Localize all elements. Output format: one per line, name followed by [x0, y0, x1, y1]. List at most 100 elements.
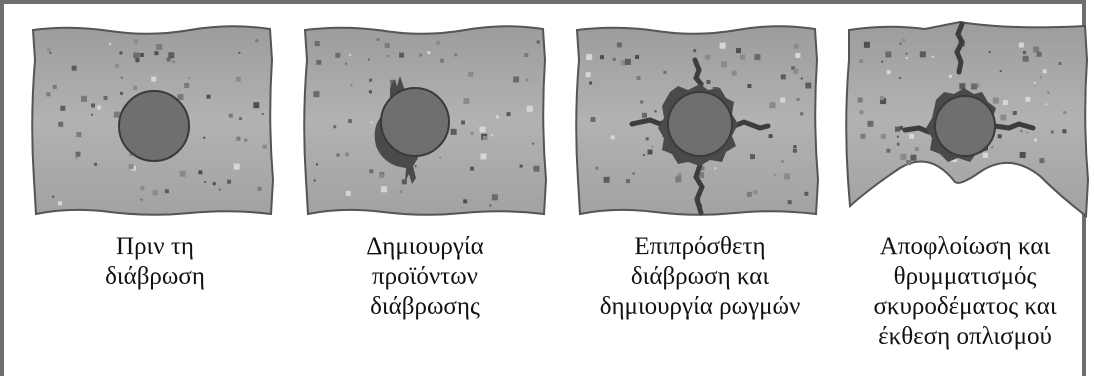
aggregate-speck [611, 135, 615, 139]
aggregate-speck [1033, 47, 1039, 53]
aggregate-speck [1025, 97, 1030, 102]
aggregate-speck [49, 52, 51, 54]
aggregate-speck [626, 179, 630, 183]
aggregate-speck [534, 166, 540, 172]
caption-line: έκθεση οπλισμού [840, 322, 1090, 352]
aggregate-speck [1037, 52, 1042, 57]
aggregate-speck [613, 58, 616, 61]
aggregate-speck [316, 60, 321, 65]
aggregate-speck [141, 199, 143, 201]
aggregate-speck [227, 180, 231, 184]
aggregate-speck [793, 145, 796, 148]
aggregate-speck [1000, 115, 1006, 121]
aggregate-speck [897, 143, 900, 146]
aggregate-speck [369, 169, 373, 173]
aggregate-speck [258, 187, 262, 191]
aggregate-speck [439, 157, 441, 159]
aggregate-speck [234, 164, 240, 170]
caption-stage-4: Αποφλοίωση και θρυμματισμός σκυροδέματος… [840, 232, 1090, 352]
aggregate-speck [887, 70, 891, 74]
stage-1-concrete-block [32, 26, 273, 215]
aggregate-speck [858, 98, 863, 103]
aggregate-speck [198, 170, 202, 174]
aggregate-speck [349, 54, 351, 56]
aggregate-speck [135, 58, 139, 62]
aggregate-speck [991, 146, 993, 148]
aggregate-speck [76, 157, 78, 159]
aggregate-speck [617, 42, 622, 47]
aggregate-speck [861, 134, 866, 139]
aggregate-speck [480, 153, 486, 159]
aggregate-speck [154, 51, 158, 55]
rebar-cross-section [668, 92, 732, 156]
aggregate-speck [368, 59, 370, 61]
aggregate-speck [678, 173, 682, 177]
caption-stage-3: Επιπρόσθετη διάβρωση και δημιουργία ρωγμ… [575, 232, 825, 322]
aggregate-speck [345, 153, 349, 157]
caption-line: Αποφλοίωση και [840, 232, 1090, 262]
aggregate-speck [797, 98, 800, 101]
aggregate-speck [52, 196, 54, 198]
aggregate-speck [732, 71, 737, 76]
aggregate-speck [1023, 56, 1029, 62]
aggregate-speck [784, 174, 790, 180]
aggregate-speck [151, 77, 156, 82]
aggregate-speck [1023, 51, 1026, 54]
aggregate-speck [239, 117, 242, 120]
aggregate-speck [184, 83, 189, 88]
aggregate-speck [881, 61, 883, 63]
caption-line: διάβρωση [30, 262, 280, 292]
aggregate-speck [351, 84, 353, 86]
caption-line: θρυμματισμός [840, 262, 1090, 292]
aggregate-speck [427, 51, 430, 54]
aggregate-speck [244, 139, 247, 142]
aggregate-speck [793, 69, 798, 74]
aggregate-speck [440, 59, 444, 63]
aggregate-speck [400, 190, 403, 193]
aggregate-speck [769, 134, 773, 138]
aggregate-speck [705, 55, 710, 60]
aggregate-speck [646, 137, 649, 140]
aggregate-speck [652, 146, 654, 148]
aggregate-speck [949, 75, 952, 78]
aggregate-speck [906, 160, 911, 165]
aggregate-speck [337, 154, 340, 157]
aggregate-speck [492, 194, 498, 200]
aggregate-speck [902, 39, 905, 42]
rebar-cross-section [119, 91, 189, 161]
aggregate-speck [203, 137, 205, 139]
aggregate-speck [178, 94, 184, 100]
aggregate-speck [643, 154, 645, 156]
aggregate-speck [1047, 92, 1049, 94]
aggregate-speck [76, 132, 81, 137]
aggregate-speck [693, 49, 696, 52]
aggregate-speck [800, 112, 803, 115]
aggregate-speck [1000, 70, 1002, 72]
aggregate-speck [140, 53, 144, 57]
aggregate-speck [781, 74, 786, 79]
aggregate-speck [314, 179, 316, 181]
aggregate-speck [238, 52, 240, 54]
aggregate-speck [714, 167, 716, 169]
caption-line: προϊόντων [300, 262, 550, 292]
aggregate-speck [91, 104, 95, 108]
aggregate-speck [463, 199, 467, 203]
aggregate-speck [637, 76, 641, 80]
aggregate-speck [1019, 43, 1024, 48]
aggregate-speck [1062, 129, 1066, 133]
aggregate-speck [1063, 111, 1066, 114]
aggregate-speck [172, 60, 175, 63]
aggregate-speck [204, 181, 206, 183]
aggregate-speck [753, 190, 757, 194]
aggregate-speck [740, 55, 745, 60]
aggregate-speck [774, 174, 776, 176]
caption-stage-2: Δημιουργία προϊόντων διάβρωσης [300, 232, 550, 322]
aggregate-speck [780, 98, 785, 103]
aggregate-speck [600, 55, 604, 59]
aggregate-speck [114, 112, 120, 118]
aggregate-speck [754, 54, 760, 60]
aggregate-speck [507, 112, 511, 116]
aggregate-speck [886, 149, 890, 153]
aggregate-speck [1034, 82, 1036, 84]
aggregate-speck [419, 54, 422, 57]
